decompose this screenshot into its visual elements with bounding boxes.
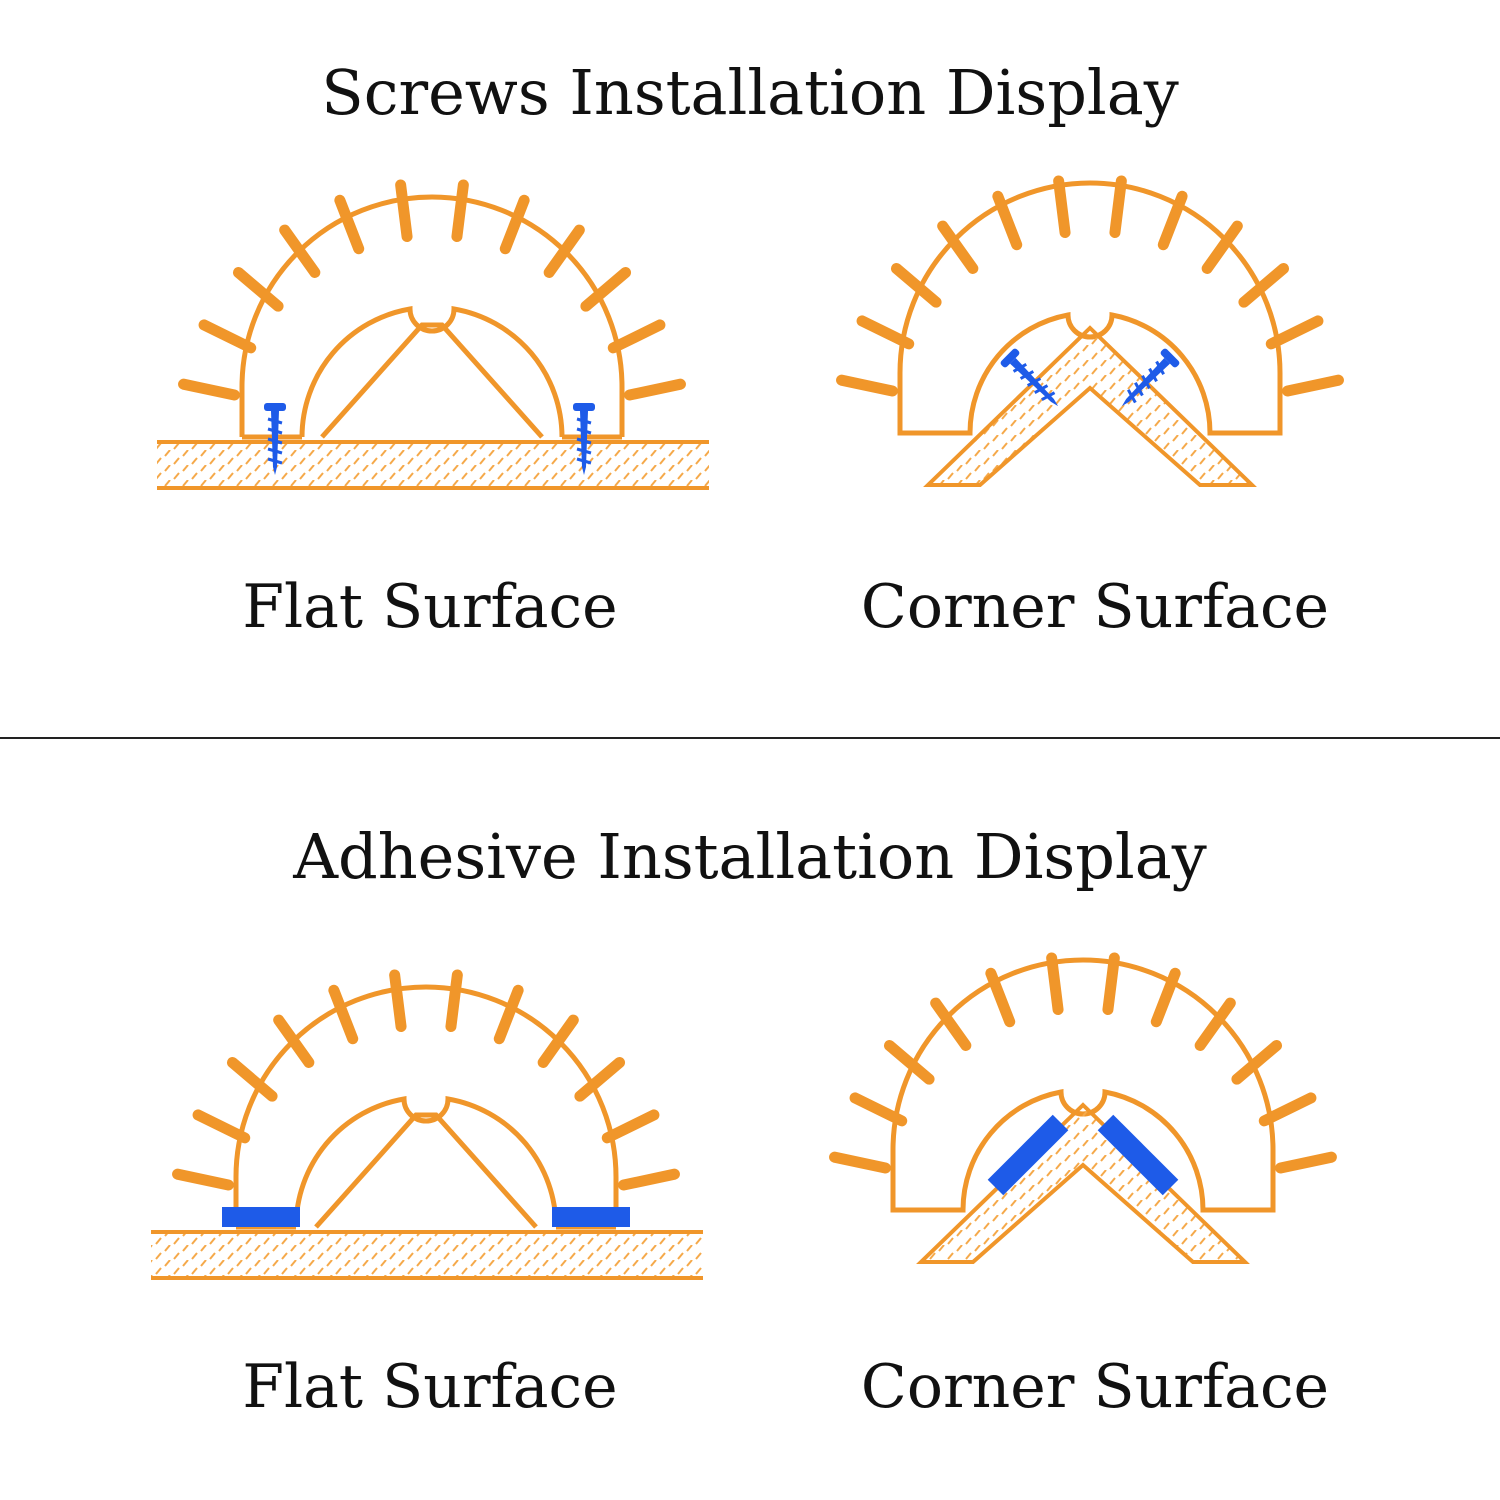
- figure-screws-flat: [157, 179, 709, 490]
- spike: [1109, 175, 1127, 239]
- spike: [226, 1057, 278, 1102]
- gripper-body: [897, 180, 1283, 436]
- screw-thread: [267, 447, 283, 455]
- spike: [937, 220, 979, 274]
- corner-block: [923, 325, 1257, 487]
- spike: [890, 263, 942, 308]
- screw-thread: [1134, 382, 1144, 397]
- spike: [192, 1109, 251, 1144]
- section-title-adhesive: Adhesive Installation Display: [293, 820, 1207, 893]
- adhesive-pad: [987, 1114, 1069, 1196]
- spike: [172, 1168, 234, 1191]
- spike: [574, 1057, 626, 1102]
- spike: [499, 194, 530, 255]
- screw-head: [1160, 348, 1180, 368]
- gripper-outer-arch: [233, 984, 619, 1227]
- spike: [930, 997, 972, 1051]
- screw-thread: [1041, 391, 1056, 402]
- spike: [395, 179, 413, 243]
- screw-head: [264, 403, 286, 411]
- screw-thread: [576, 427, 592, 435]
- screw-thread: [576, 417, 592, 425]
- panel-label-adhesive-flat: Flat Surface: [242, 1352, 618, 1422]
- spike: [624, 378, 686, 401]
- screw-thread: [1155, 360, 1165, 375]
- screw: [1121, 348, 1180, 407]
- spike: [1231, 1040, 1283, 1085]
- spike: [829, 1151, 891, 1174]
- section-divider: [0, 737, 1500, 739]
- screw-thread: [267, 417, 283, 425]
- screw-thread: [576, 437, 592, 445]
- screw: [1000, 348, 1059, 407]
- spike: [1046, 952, 1064, 1016]
- spike: [493, 984, 524, 1045]
- spike: [601, 1109, 660, 1144]
- screw: [573, 403, 595, 475]
- figure-screws-corner: [836, 175, 1344, 487]
- screw-thread: [1019, 370, 1035, 380]
- flat-board: [151, 1232, 703, 1278]
- adhesive-pad: [552, 1207, 630, 1227]
- screw-head: [573, 403, 595, 411]
- spike: [1102, 952, 1120, 1016]
- screw-thread: [1012, 363, 1027, 373]
- spike: [607, 319, 666, 354]
- screw-thread: [267, 457, 283, 465]
- gripper-inner-arch: [293, 1096, 559, 1228]
- spike: [232, 267, 284, 312]
- screw-thread: [1148, 367, 1158, 383]
- corner-block: [916, 1102, 1250, 1264]
- spike: [1282, 374, 1344, 397]
- figure-adhesive-corner: [829, 952, 1337, 1264]
- flat-board: [157, 442, 709, 488]
- spike: [178, 378, 240, 401]
- screw-thread: [1034, 384, 1049, 394]
- panel-label-adhesive-corner: Corner Surface: [860, 1352, 1330, 1422]
- spike: [1238, 263, 1290, 308]
- panel-label-screws-corner: Corner Surface: [860, 572, 1330, 642]
- spike: [836, 374, 898, 397]
- spike: [1053, 175, 1071, 239]
- spike: [1194, 997, 1236, 1051]
- gripper-inner-legs: [320, 322, 544, 439]
- spike: [328, 984, 359, 1045]
- adhesive-pad: [1097, 1114, 1179, 1196]
- spike: [334, 194, 365, 255]
- spike: [198, 319, 257, 354]
- spike: [1201, 220, 1243, 274]
- screw-head: [1000, 348, 1020, 368]
- adhesive-pad: [222, 1207, 300, 1227]
- gripper-outer-arch: [239, 194, 625, 437]
- spike: [883, 1040, 935, 1085]
- section-title-screws: Screws Installation Display: [321, 56, 1179, 129]
- spike: [451, 179, 469, 243]
- spike: [618, 1168, 680, 1191]
- screw-thread: [1141, 374, 1151, 390]
- screw-thread: [1026, 377, 1042, 387]
- gripper-body: [890, 957, 1276, 1213]
- figure-adhesive-flat: [151, 969, 703, 1280]
- spike: [445, 969, 463, 1033]
- spike: [389, 969, 407, 1033]
- spike: [1275, 1151, 1337, 1174]
- gripper-inner-legs: [314, 1112, 538, 1229]
- screw-thread: [267, 437, 283, 445]
- screw-thread: [1126, 389, 1137, 404]
- screw: [264, 403, 286, 475]
- screw-thread: [576, 457, 592, 465]
- spike: [580, 267, 632, 312]
- gripper-inner-arch: [299, 306, 565, 438]
- panel-label-screws-flat: Flat Surface: [242, 572, 618, 642]
- screw-thread: [576, 447, 592, 455]
- screw-thread: [267, 427, 283, 435]
